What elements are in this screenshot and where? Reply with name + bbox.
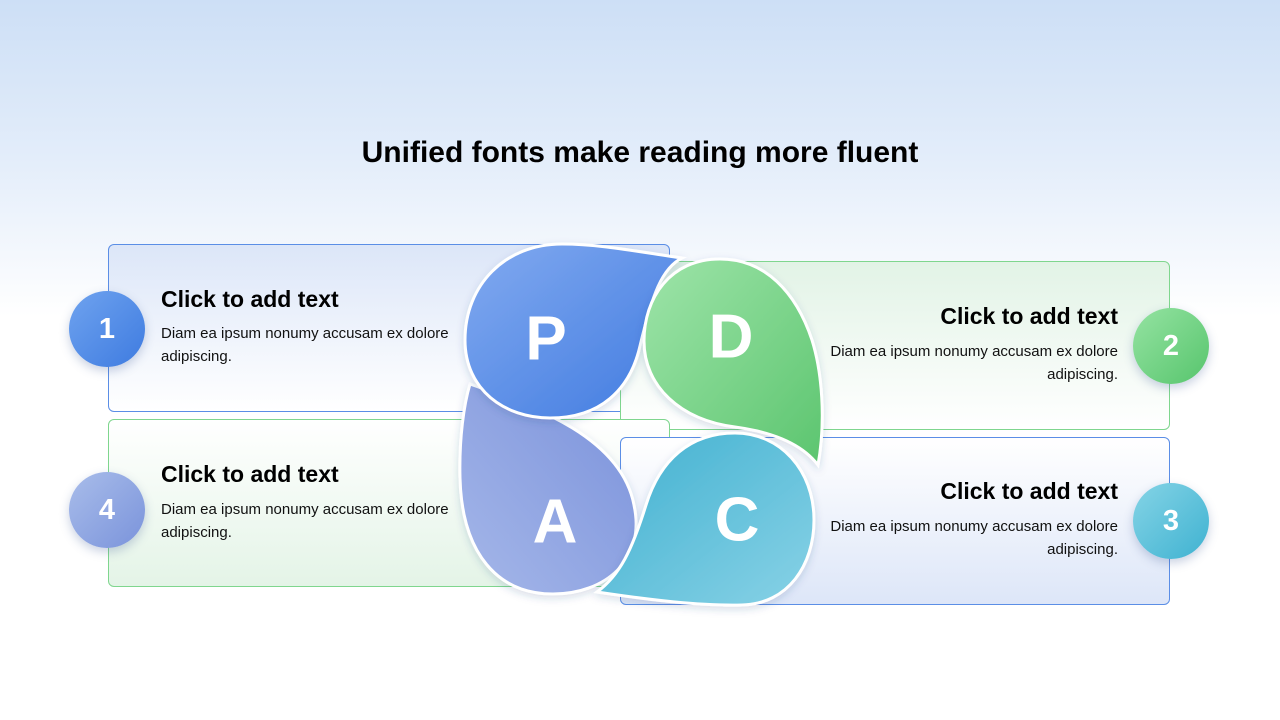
step-4-heading[interactable]: Click to add text xyxy=(161,461,339,487)
step-3-number-badge: 3 xyxy=(1133,483,1209,559)
step-3-description[interactable]: Diam ea ipsum nonumy accusam ex dolore a… xyxy=(830,518,1118,558)
step-2-number-badge: 2 xyxy=(1133,308,1209,384)
slide-title: Unified fonts make reading more fluent xyxy=(361,136,919,169)
petal-letter-c: C xyxy=(715,486,760,555)
petal-letter-a: A xyxy=(533,488,578,557)
step-4-description[interactable]: Diam ea ipsum nonumy accusam ex dolore a… xyxy=(161,501,449,541)
step-1-number-badge: 1 xyxy=(69,291,145,367)
petal-letter-d: D xyxy=(709,303,754,372)
petal-letter-p: P xyxy=(525,305,566,374)
petal-check[interactable] xyxy=(593,431,816,607)
step-2-heading[interactable]: Click to add text xyxy=(940,303,1118,329)
step-2-description[interactable]: Diam ea ipsum nonumy accusam ex dolore a… xyxy=(830,343,1118,383)
petal-plan[interactable] xyxy=(463,242,687,420)
petal-act[interactable] xyxy=(458,382,638,596)
step-4-number-badge: 4 xyxy=(69,472,145,548)
petal-do[interactable] xyxy=(642,257,824,469)
step-1-description[interactable]: Diam ea ipsum nonumy accusam ex dolore a… xyxy=(161,325,449,365)
step-3-heading[interactable]: Click to add text xyxy=(940,478,1118,504)
step-1-heading[interactable]: Click to add text xyxy=(161,286,339,312)
